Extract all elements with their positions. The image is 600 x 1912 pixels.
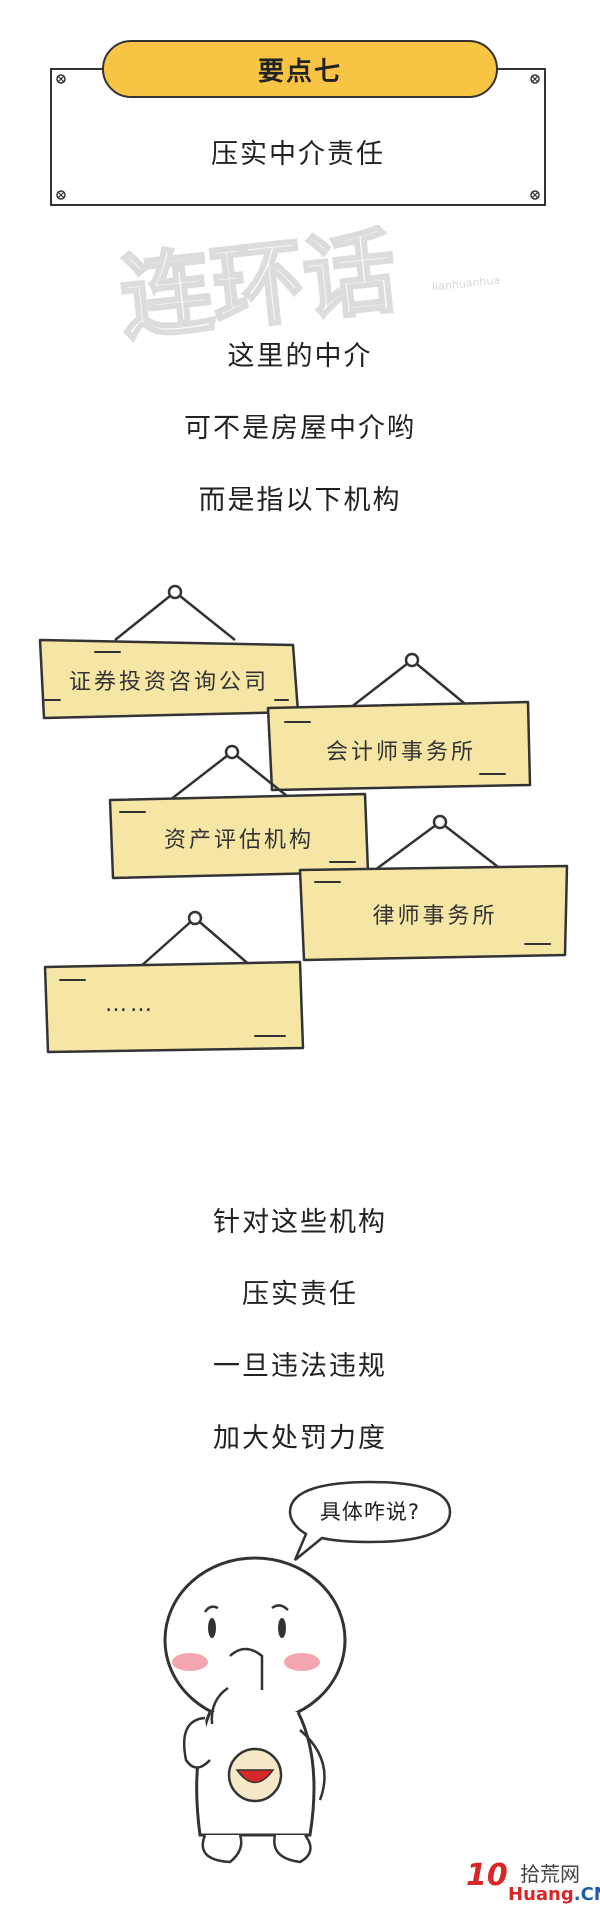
speech-bubble <box>288 1480 452 1561</box>
intro-line: 可不是房屋中介哟 <box>184 413 416 444</box>
screw-icon <box>530 190 540 200</box>
body-line: 加大处罚力度 <box>213 1423 387 1454</box>
eye-icon <box>208 1618 216 1638</box>
speech-bubble-text: 具体咋说? <box>319 1500 421 1524</box>
sign-board <box>43 960 305 1054</box>
screw-icon <box>56 74 66 84</box>
screw-icon <box>56 190 66 200</box>
site-logo-domain: Huang.CN <box>508 1884 600 1905</box>
body-line: 针对这些机构 <box>213 1207 387 1238</box>
intro-line: 这里的中介 <box>227 341 373 372</box>
sign-label: 证券投资咨询公司 <box>68 670 269 695</box>
site-logo-number: 10 <box>466 1858 508 1893</box>
eye-icon <box>278 1618 286 1638</box>
watermark-text: 连环话 <box>115 225 401 345</box>
body-line: 一旦违法违规 <box>213 1351 387 1382</box>
sign-label: 资产评估机构 <box>163 828 314 853</box>
sign-board <box>298 864 569 962</box>
screw-icon <box>530 74 540 84</box>
section-subtitle: 压实中介责任 <box>211 139 385 170</box>
watermark-logo: 连环话 <box>114 225 403 345</box>
sign-label: 律师事务所 <box>372 904 498 929</box>
character-head <box>163 1556 347 1724</box>
watermelon-icon <box>235 1769 275 1784</box>
sign-label: …… <box>105 992 155 1017</box>
site-logo-name: 拾荒网 <box>520 1862 580 1886</box>
section-badge: 要点七 <box>102 40 498 98</box>
intro-line: 而是指以下机构 <box>198 485 402 516</box>
body-line: 压实责任 <box>242 1279 358 1310</box>
sign-label: 会计师事务所 <box>325 740 476 765</box>
sign-board <box>266 700 532 792</box>
